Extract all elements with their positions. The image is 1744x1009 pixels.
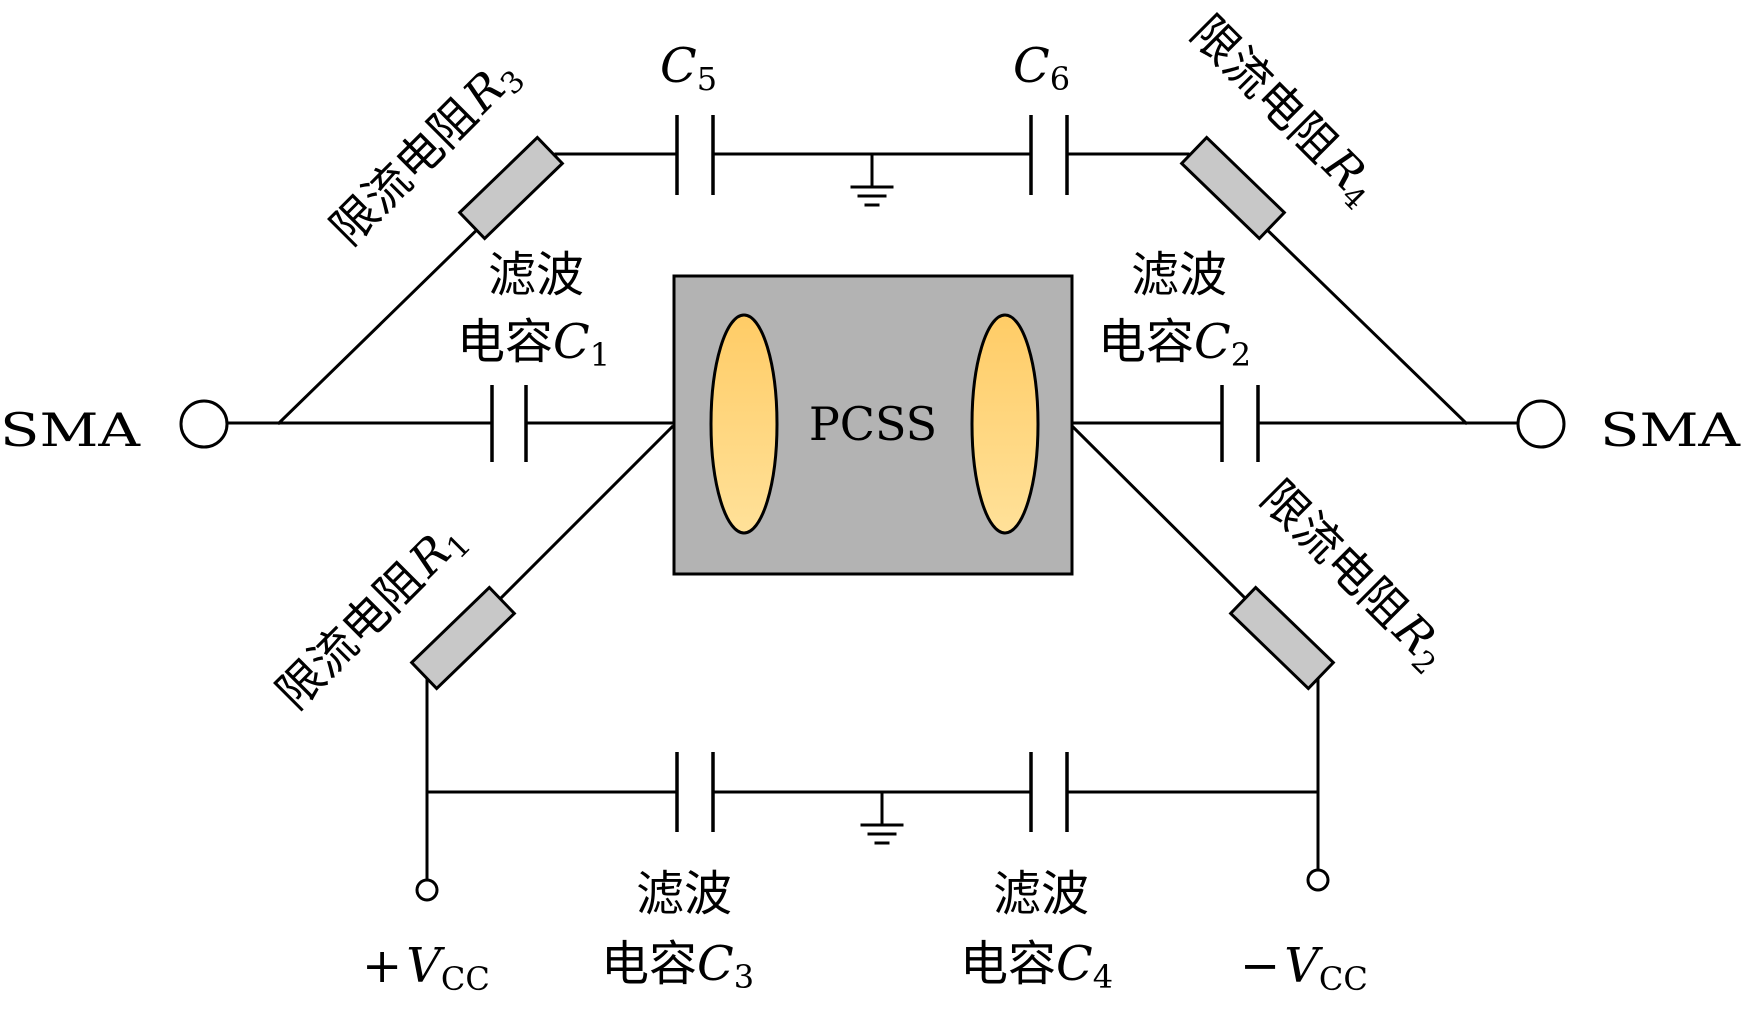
sma-right-terminal bbox=[1516, 399, 1566, 449]
neg-vcc-var: V bbox=[1284, 938, 1323, 994]
capacitor-c4 bbox=[1029, 752, 1069, 832]
capacitor-c6 bbox=[1029, 115, 1069, 195]
sma-right-label: SMA bbox=[1600, 403, 1741, 457]
c5-label: C5 bbox=[660, 38, 717, 98]
wires bbox=[226, 152, 1520, 892]
capacitor-c1 bbox=[490, 385, 528, 462]
c4-label-line1: 滤波 bbox=[993, 866, 1089, 922]
pcss-electrode-left bbox=[709, 313, 779, 535]
resistor-r4 bbox=[1179, 135, 1287, 241]
pcss-switch: PCSS bbox=[672, 274, 1074, 576]
c1-label-line2: 电容C1 bbox=[457, 314, 610, 374]
c3-label-line2: 电容C3 bbox=[601, 936, 754, 996]
pos-vcc-sign: + bbox=[362, 938, 402, 994]
pos-vcc-label: +VCC bbox=[362, 938, 490, 998]
wire-right-diag-r4 bbox=[1254, 217, 1469, 426]
c3-label-line1: 滤波 bbox=[636, 866, 732, 922]
ground-bottom-icon bbox=[860, 823, 904, 845]
ground-top-icon bbox=[850, 185, 894, 207]
resistor-r3 bbox=[457, 135, 565, 241]
wire-pcss-to-r2 bbox=[1070, 424, 1255, 608]
resistor-r2 bbox=[1228, 585, 1336, 691]
neg-vcc-sub: CC bbox=[1319, 960, 1368, 998]
c6-label: C6 bbox=[1013, 38, 1070, 98]
wire-left-diag-r3 bbox=[276, 217, 490, 426]
pcss-label: PCSS bbox=[809, 397, 937, 451]
c2-label-line2: 电容C2 bbox=[1098, 314, 1251, 374]
pos-vcc-terminal bbox=[415, 878, 439, 902]
c1-label-line1: 滤波 bbox=[488, 247, 584, 303]
r3-label: 限流电阻R3 bbox=[320, 47, 533, 260]
pos-vcc-var: V bbox=[406, 938, 445, 994]
neg-vcc-sign: − bbox=[1240, 938, 1280, 994]
capacitor-c2 bbox=[1220, 385, 1260, 462]
sma-left-label: SMA bbox=[0, 403, 141, 457]
capacitor-c3 bbox=[675, 752, 715, 832]
capacitor-c5 bbox=[675, 115, 715, 195]
c2-label-line1: 滤波 bbox=[1131, 247, 1227, 303]
pcss-electrode-right bbox=[970, 313, 1040, 535]
neg-vcc-label: −VCC bbox=[1240, 938, 1368, 998]
resistor-r1 bbox=[409, 585, 517, 691]
c4-label-line2: 电容C4 bbox=[960, 936, 1113, 996]
neg-vcc-terminal bbox=[1306, 868, 1330, 892]
r1-label: 限流电阻R1 bbox=[266, 511, 479, 724]
pos-vcc-sub: CC bbox=[441, 960, 490, 998]
wire-pcss-to-r1 bbox=[491, 424, 675, 608]
sma-left-terminal bbox=[179, 399, 229, 449]
